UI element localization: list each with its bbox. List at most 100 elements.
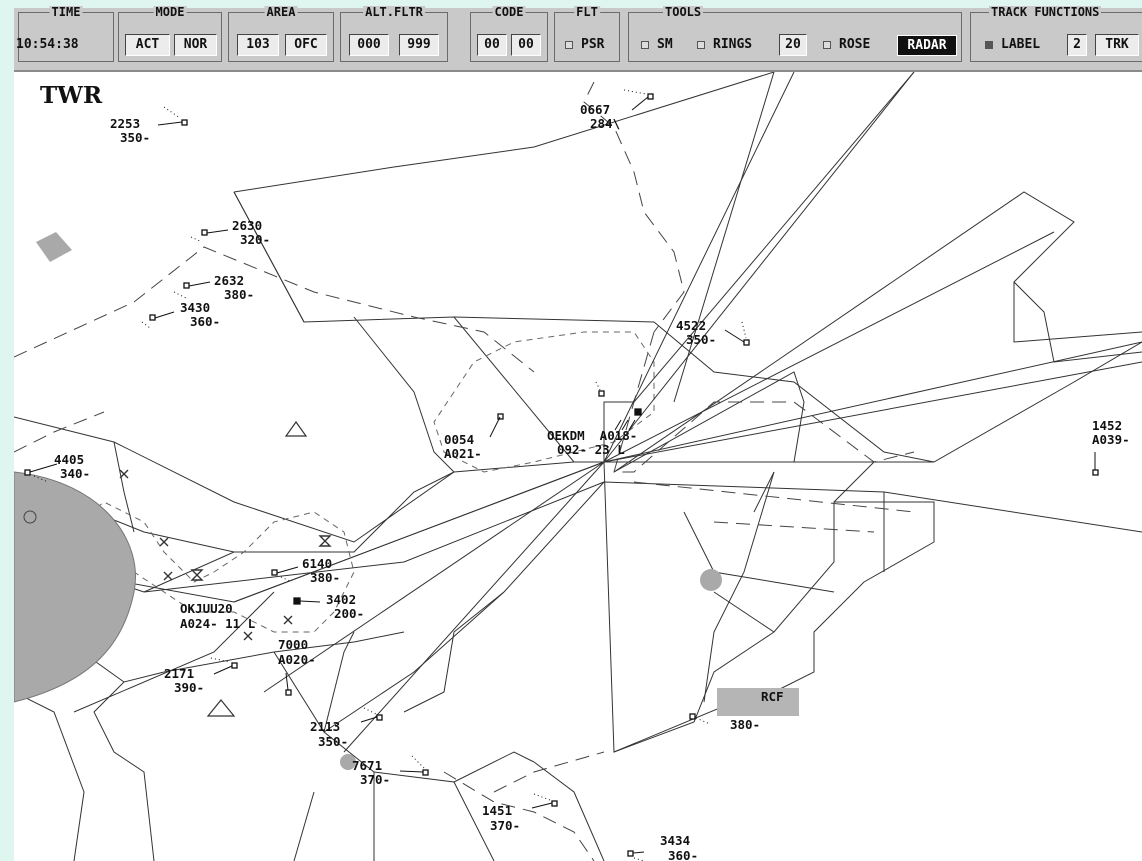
track-7600-line2[interactable]: 380- xyxy=(730,717,760,732)
restricted-point-1 xyxy=(700,569,722,591)
track-symbol-2253 xyxy=(181,119,188,126)
track-3402-line2[interactable]: 200- xyxy=(334,606,364,621)
track-3430-line1[interactable]: 3430 xyxy=(180,300,210,315)
small-ring xyxy=(23,510,37,524)
alt-fltr-high-field[interactable]: 999 xyxy=(399,34,439,56)
track-symbol-2630 xyxy=(201,229,208,236)
label-checkbox[interactable] xyxy=(985,41,993,49)
waypoint-bow-1 xyxy=(318,535,332,547)
time-title: TIME xyxy=(49,5,83,19)
rcf-badge-text: RCF xyxy=(761,689,784,704)
code-group: CODE 00 00 xyxy=(470,6,548,62)
rose-label: ROSE xyxy=(839,37,871,52)
mode-act-field[interactable]: ACT xyxy=(125,34,170,56)
rose-checkbox[interactable] xyxy=(823,41,831,49)
rings-label: RINGS xyxy=(713,37,753,52)
code-first-field[interactable]: 00 xyxy=(477,34,507,56)
mode-group: MODE ACT NOR xyxy=(118,6,222,62)
track-6140-line1[interactable]: 6140 xyxy=(302,556,332,571)
restricted-area-circle xyxy=(14,471,136,703)
track-6140-line2[interactable]: 380- xyxy=(310,570,340,585)
track-functions-title: TRACK FUNCTIONS xyxy=(989,5,1102,19)
area-number-field[interactable]: 103 xyxy=(237,34,279,56)
area-group: AREA 103 OFC xyxy=(228,6,334,62)
sector-boundaries xyxy=(14,72,1142,861)
track-oekdm-line2[interactable]: 092- 23 L xyxy=(557,442,625,457)
track-2253-line1[interactable]: 2253 xyxy=(110,116,140,131)
track-oekdm-line1[interactable]: OEKDM A018- xyxy=(547,428,637,443)
track-2171-line1[interactable]: 2171 xyxy=(164,666,194,681)
alt-fltr-group: ALT.FLTR 000 999 xyxy=(340,6,448,62)
psr-label: PSR xyxy=(581,37,605,52)
track-2253-line2[interactable]: 350- xyxy=(120,130,150,145)
track-symbol-3434 xyxy=(627,850,634,857)
track-3402-line1[interactable]: 3402 xyxy=(326,592,356,607)
radial-lines xyxy=(14,72,1142,753)
restricted-point-2 xyxy=(340,754,356,770)
track-2632-line1[interactable]: 2632 xyxy=(214,273,244,288)
waypoint-x-4 xyxy=(283,615,293,625)
track-4405-line2[interactable]: 340- xyxy=(60,466,90,481)
sm-label: SM xyxy=(657,37,673,52)
track-1451-line1[interactable]: 1451 xyxy=(482,803,512,818)
triangle-navaid-2 xyxy=(206,699,236,717)
track-0054-line2[interactable]: A021- xyxy=(444,446,482,461)
waypoint-x-3 xyxy=(163,571,173,581)
sm-checkbox[interactable] xyxy=(641,41,649,49)
track-symbol-2113 xyxy=(376,714,383,721)
track-symbol-2632 xyxy=(183,282,190,289)
track-okjuu20-line1[interactable]: OKJUU20 xyxy=(180,601,233,616)
rings-value-field[interactable]: 20 xyxy=(779,34,807,56)
navaids xyxy=(206,420,308,717)
track-0667-line1[interactable]: 0667 xyxy=(580,102,610,117)
track-3434-line1[interactable]: 3434 xyxy=(660,833,690,848)
track-7671-line1[interactable]: 7671 xyxy=(352,758,382,773)
track-2630-line2[interactable]: 320- xyxy=(240,232,270,247)
label-label: LABEL xyxy=(1001,37,1041,52)
track-1452-line1[interactable]: 1452 xyxy=(1092,418,1122,433)
track-1452-line2[interactable]: A039- xyxy=(1092,432,1130,447)
track-7000-line2[interactable]: A020- xyxy=(278,652,316,667)
mode-title: MODE xyxy=(153,5,187,19)
track-1451-line2[interactable]: 370- xyxy=(490,818,520,833)
radar-button[interactable]: RADAR xyxy=(897,35,957,56)
toolbar: TIME 10:54:38 MODE ACT NOR AREA 103 OFC … xyxy=(14,5,1142,72)
track-4522-line2[interactable]: 350- xyxy=(686,332,716,347)
code-second-field[interactable]: 00 xyxy=(511,34,541,56)
alt-fltr-low-field[interactable]: 000 xyxy=(349,34,389,56)
radar-display[interactable]: 2253 350- 0667 284\ 2630 320- 2632 380- … xyxy=(14,72,1142,861)
track-okjuu20-line2[interactable]: A024- 11 L xyxy=(180,616,256,631)
track-2630-line1[interactable]: 2630 xyxy=(232,218,262,233)
track-symbol-2171 xyxy=(231,662,238,669)
time-group: TIME 10:54:38 xyxy=(16,6,114,62)
track-symbol-0667 xyxy=(647,93,654,100)
psr-checkbox[interactable] xyxy=(565,41,573,49)
label-value-field[interactable]: 2 xyxy=(1067,34,1087,56)
flt-title: FLT xyxy=(574,5,600,19)
track-7000-line1[interactable]: 7000 xyxy=(278,637,308,652)
waypoint-bow-2 xyxy=(190,569,204,581)
tma-dashed xyxy=(43,331,655,633)
track-2113-line2[interactable]: 350- xyxy=(318,734,348,749)
track-symbol-3430 xyxy=(149,314,156,321)
tools-group: TOOLS SM RINGS 20 ROSE RADAR xyxy=(628,6,962,62)
rings-checkbox[interactable] xyxy=(697,41,705,49)
track-2632-line2[interactable]: 380- xyxy=(224,287,254,302)
track-0054-line1[interactable]: 0054 xyxy=(444,432,474,447)
area-title: AREA xyxy=(264,5,298,19)
track-4405-line1[interactable]: 4405 xyxy=(54,452,84,467)
trk-field[interactable]: TRK xyxy=(1095,34,1139,56)
track-2171-line2[interactable]: 390- xyxy=(174,680,204,695)
track-0667-line2[interactable]: 284\ xyxy=(590,116,620,131)
area-code-field[interactable]: OFC xyxy=(285,34,327,56)
track-3434-line2[interactable]: 360- xyxy=(668,848,698,861)
track-symbol-oekdm xyxy=(634,408,642,416)
track-4522-line1[interactable]: 4522 xyxy=(676,318,706,333)
track-symbol-1452 xyxy=(1092,469,1099,476)
track-history xyxy=(33,89,747,861)
track-2113-line1[interactable]: 2113 xyxy=(310,719,340,734)
track-symbol-4522 xyxy=(743,339,750,346)
track-3430-line2[interactable]: 360- xyxy=(190,314,220,329)
track-7671-line2[interactable]: 370- xyxy=(360,772,390,787)
mode-nor-field[interactable]: NOR xyxy=(174,34,217,56)
